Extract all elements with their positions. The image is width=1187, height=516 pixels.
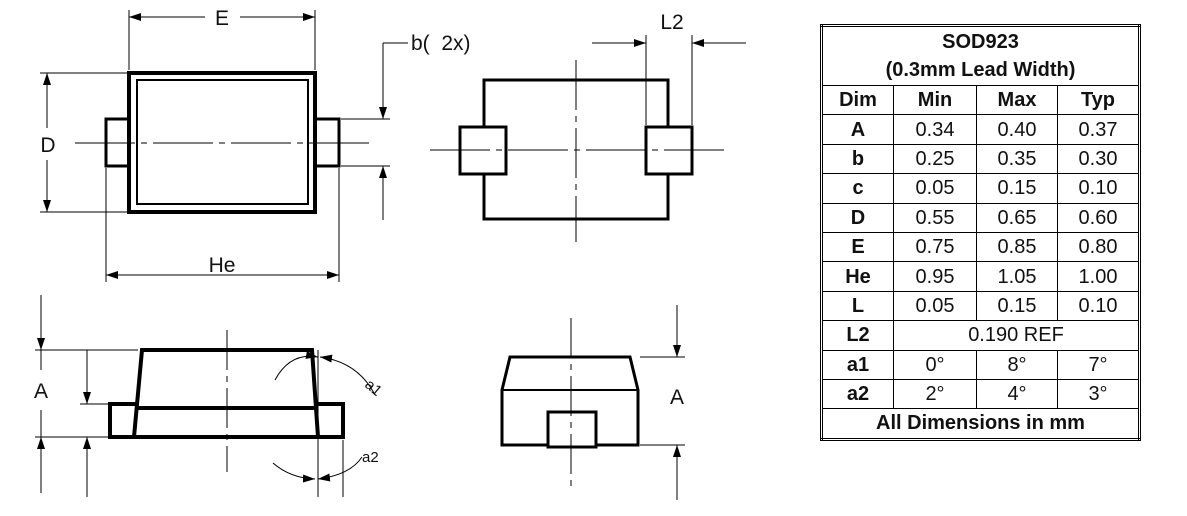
dim-label-A-end: A	[670, 386, 684, 409]
typ-cell: 3°	[1057, 378, 1140, 410]
max-cell: 0.35	[976, 143, 1058, 175]
header-min: Min	[893, 84, 977, 116]
typ-cell: 0.60	[1057, 202, 1140, 233]
max-cell: 0.15	[976, 173, 1058, 204]
min-cell: 0.25	[893, 143, 977, 175]
side-view	[35, 295, 376, 497]
dim-label-L2: L2	[660, 11, 683, 34]
min-cell: 0.05	[893, 290, 977, 322]
body-inner	[136, 79, 309, 205]
table-subtitle: (0.3mm Lead Width)	[885, 59, 1076, 81]
typ-cell: 0.10	[1057, 173, 1140, 204]
min-cell: 0.75	[893, 231, 977, 263]
header-typ: Typ	[1057, 84, 1140, 116]
dim-label-A-side: A	[34, 380, 48, 403]
dim-cell: E	[821, 231, 894, 263]
dim-cell: A	[821, 114, 894, 145]
dim-cell: a2	[821, 378, 894, 410]
min-cell: 0.55	[893, 202, 977, 233]
dim-cell: He	[821, 261, 894, 292]
max-cell: 0.65	[976, 202, 1058, 233]
ref-cell: 0.190 REF	[893, 320, 1140, 351]
min-cell: 0.05	[893, 173, 977, 204]
min-cell: 0°	[893, 349, 977, 380]
typ-cell: 0.37	[1057, 114, 1140, 145]
top-view	[40, 10, 408, 282]
max-cell: 0.15	[976, 290, 1058, 322]
dim-label-E: E	[215, 7, 229, 30]
typ-cell: 7°	[1057, 349, 1140, 380]
max-cell: 1.05	[976, 261, 1058, 292]
table-footer-row: All Dimensions in mm	[821, 408, 1140, 440]
max-cell: 8°	[976, 349, 1058, 380]
min-cell: 0.95	[893, 261, 977, 292]
dimension-table: SOD923 (0.3mm Lead Width) Dim Min Max Ty…	[820, 24, 1141, 441]
dim-cell: L	[821, 290, 894, 322]
min-cell: 2°	[893, 378, 977, 410]
table-title: SOD923	[942, 31, 1019, 53]
dim-label-D: D	[40, 134, 55, 157]
max-cell: 0.85	[976, 231, 1058, 263]
max-cell: 0.40	[976, 114, 1058, 145]
angle-label-a2: a2	[362, 449, 379, 466]
dim-cell: c	[821, 173, 894, 204]
table-footer: All Dimensions in mm	[821, 408, 1140, 440]
dim-label-b: b( 2x)	[411, 32, 471, 55]
table-header-row: Dim Min Max Typ	[821, 84, 1140, 116]
dim-cell: b	[821, 143, 894, 175]
table-title-cell: SOD923 (0.3mm Lead Width)	[821, 25, 1140, 86]
min-cell: 0.34	[893, 114, 977, 145]
header-dim: Dim	[821, 84, 894, 116]
typ-cell: 0.10	[1057, 290, 1140, 322]
typ-cell: 0.30	[1057, 143, 1140, 175]
header-max: Max	[976, 84, 1058, 116]
typ-cell: 0.80	[1057, 231, 1140, 263]
dim-cell: L2	[821, 320, 894, 351]
typ-cell: 1.00	[1057, 261, 1140, 292]
dim-label-He: He	[209, 254, 236, 277]
dim-cell: D	[821, 202, 894, 233]
pad-view	[430, 35, 746, 242]
end-view	[500, 305, 685, 500]
dim-cell: a1	[821, 349, 894, 380]
max-cell: 4°	[976, 378, 1058, 410]
